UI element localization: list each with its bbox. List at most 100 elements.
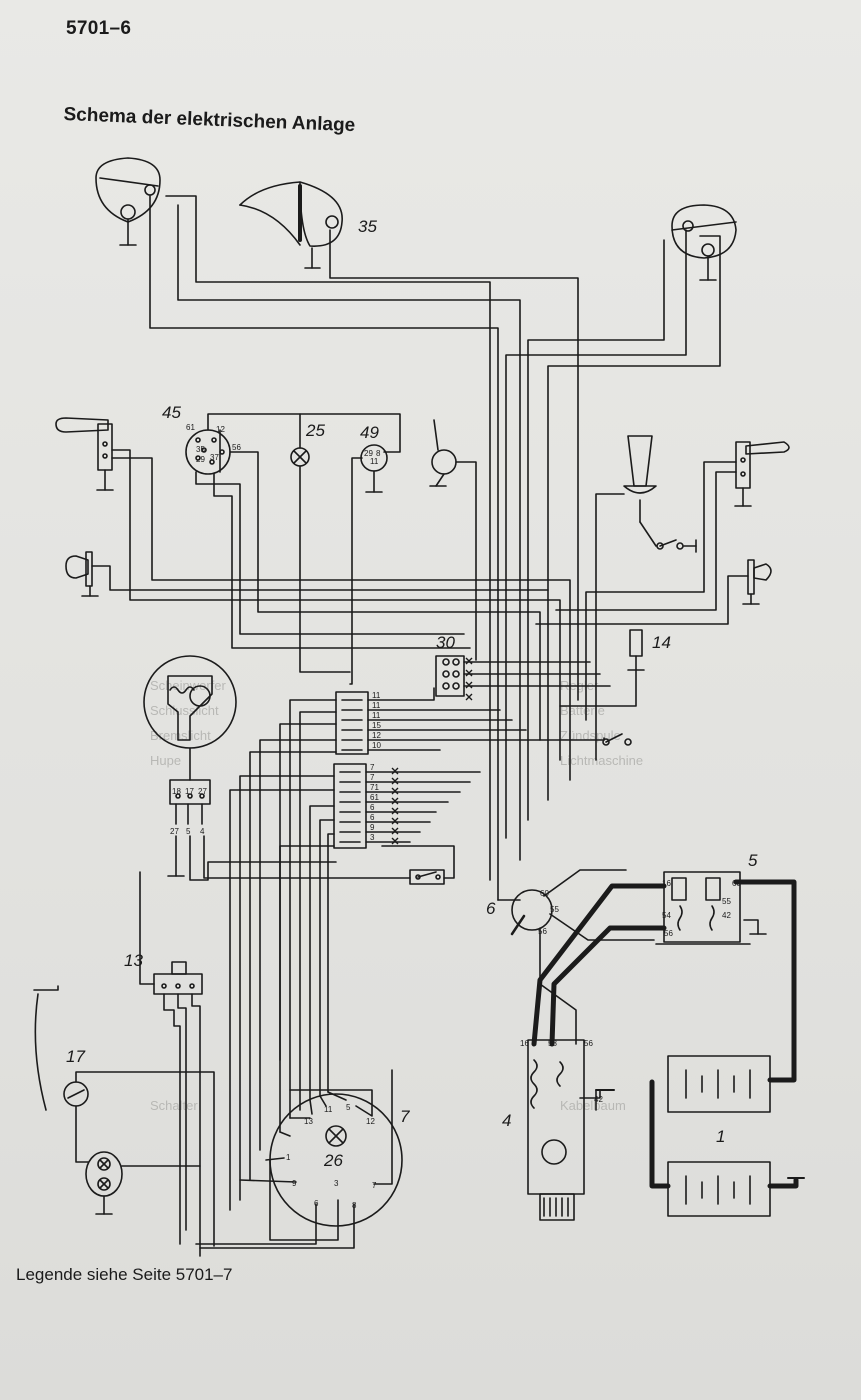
term-upper: 12 — [372, 731, 381, 740]
term-ignition: 18 — [172, 787, 181, 796]
right-indicator-lamp-icon — [742, 559, 772, 605]
label-17: 17 — [66, 1047, 85, 1066]
component-labels: 35 45 25 49 30 14 5 6 13 17 7 26 4 1 — [66, 217, 758, 1170]
label-35: 35 — [358, 217, 377, 236]
switch-6-icon — [510, 889, 553, 936]
term-regulator: 54 — [662, 911, 671, 920]
left-handlebar-switch-icon — [55, 417, 114, 491]
term-switch6: 55 — [550, 905, 559, 914]
term-dynamo: 58 — [548, 1039, 557, 1048]
lever-switch-small-icon — [602, 733, 632, 746]
term-switch6: 60 — [540, 889, 549, 898]
term-ignition-lower: 27 — [170, 827, 179, 836]
terminal-block-upper-icon — [335, 691, 369, 755]
term-45: 61 — [186, 423, 195, 432]
term-45: 12 — [216, 425, 225, 434]
left-indicator-lamp-icon — [65, 551, 99, 597]
legend-reference: Legende siehe Seite 5701–7 — [16, 1265, 233, 1284]
term-49: 8 — [376, 449, 381, 458]
label-7: 7 — [400, 1107, 410, 1126]
dynamo-4-icon — [527, 1039, 585, 1221]
term-49: 29 — [364, 449, 373, 458]
right-headlight-icon — [671, 204, 737, 281]
term-plug: 6 — [314, 1199, 319, 1208]
term-lower: 7 — [370, 763, 375, 772]
term-regulator: 42 — [722, 911, 731, 920]
label-14: 14 — [652, 633, 671, 652]
ghost-line: Schalter — [150, 1098, 198, 1113]
label-5: 5 — [748, 851, 758, 870]
terminal-labels: 11 11 11 15 12 10 7 7 71 61 6 6 9 3 18 1… — [170, 423, 741, 1210]
battery-1-icon — [667, 1055, 771, 1217]
term-plug: 3 — [334, 1179, 339, 1188]
term-regulator: 60 — [732, 879, 741, 888]
label-26: 26 — [323, 1151, 343, 1170]
term-lower: 6 — [370, 813, 375, 822]
ghost-line: Kabelbaum — [560, 1098, 626, 1113]
term-plug: 13 — [304, 1117, 313, 1126]
terminal-block-lower-icon — [333, 763, 367, 849]
term-lower: 7 — [370, 773, 375, 782]
label-49: 49 — [360, 423, 379, 442]
term-switch6: 56 — [538, 927, 547, 936]
ghost-line: Scheinwerfer — [150, 678, 227, 693]
label-25: 25 — [305, 421, 325, 440]
term-45: 29 — [196, 455, 205, 464]
term-upper: 11 — [372, 701, 381, 710]
horn-icon — [623, 435, 657, 523]
term-ignition-lower: 5 — [186, 827, 191, 836]
right-handlebar-switch-icon — [734, 441, 790, 507]
label-6: 6 — [486, 899, 496, 918]
term-lower: 71 — [370, 783, 379, 792]
term-plug: 5 — [346, 1103, 351, 1112]
label-30: 30 — [436, 633, 455, 652]
label-4: 4 — [502, 1111, 511, 1130]
tail-lamp-icon — [85, 1151, 123, 1215]
left-headlight-icon — [95, 157, 161, 246]
term-plug: 7 — [372, 1181, 377, 1190]
term-lower: 9 — [370, 823, 375, 832]
term-plug: 9 — [292, 1179, 297, 1188]
label-45: 45 — [162, 403, 181, 422]
term-regulator: 16 — [662, 879, 671, 888]
term-upper: 11 — [372, 691, 381, 700]
regulator-5-icon — [655, 871, 751, 945]
term-ignition-lower: 4 — [200, 827, 205, 836]
ghost-line: Hupe — [150, 753, 181, 768]
switch-13-icon — [153, 961, 203, 995]
term-regulator: 56 — [664, 929, 673, 938]
term-upper: 10 — [372, 741, 381, 750]
lamp-25-icon — [290, 447, 310, 467]
term-plug: 11 — [324, 1105, 333, 1114]
term-lower: 61 — [370, 793, 379, 802]
label-13: 13 — [124, 951, 143, 970]
term-dynamo: 16 — [520, 1039, 529, 1048]
ghost-line: Lichtmaschine — [560, 753, 643, 768]
term-plug: 1 — [286, 1153, 291, 1162]
terminal-marks — [391, 657, 473, 845]
inline-switch-icon — [409, 869, 445, 885]
term-dynamo: 42 — [594, 1095, 603, 1104]
page-number: 5701–6 — [66, 18, 132, 39]
switch-45-icon — [185, 429, 231, 475]
term-dynamo: 56 — [584, 1039, 593, 1048]
term-ignition: 17 — [185, 787, 194, 796]
term-lower: 6 — [370, 803, 375, 812]
term-regulator: 55 — [722, 897, 731, 906]
term-45: 56 — [232, 443, 241, 452]
term-plug: 12 — [366, 1117, 375, 1126]
term-45: 37 — [210, 453, 219, 462]
term-upper: 11 — [372, 711, 381, 720]
ghost-line: Schlusslicht — [150, 703, 219, 718]
term-ignition: 27 — [198, 787, 207, 796]
term-upper: 15 — [372, 721, 381, 730]
term-plug: 8 — [352, 1201, 357, 1210]
fuse-box-30-icon — [435, 655, 465, 697]
term-lower: 3 — [370, 833, 375, 842]
term-49: 11 — [370, 457, 379, 466]
lever-switch-icon — [429, 419, 457, 487]
speedometer-lamp-icon — [239, 181, 343, 269]
ghost-line: Bremslicht — [150, 728, 211, 743]
show-through-legend: Scheinwerfer Schlusslicht Bremslicht Hup… — [150, 678, 643, 1113]
